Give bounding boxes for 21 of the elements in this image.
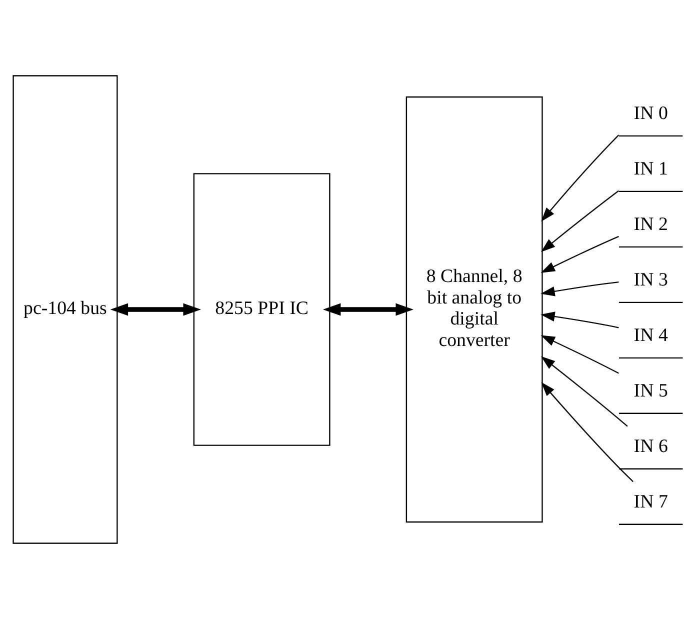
node-text: IN 6: [634, 436, 668, 458]
node-text: IN 3: [634, 270, 668, 291]
node-text: IN 2: [634, 214, 668, 236]
node-box: pc-104 bus: [12, 75, 118, 544]
arrow: [540, 356, 628, 427]
arrow: [540, 312, 619, 328]
arrow: [540, 335, 619, 374]
arrow: [322, 303, 414, 316]
node-text: IN 7: [634, 492, 668, 513]
node-text: IN 5: [634, 380, 668, 402]
node-box: 8 Channel, 8 bit analog to digital converter: [406, 96, 543, 523]
node-box: 8255 PPI IC: [193, 173, 330, 446]
node-text: IN 4: [634, 325, 668, 346]
arrow: [110, 303, 201, 316]
arrow: [541, 382, 634, 482]
node-text: IN 1: [634, 158, 668, 180]
arrow: [540, 236, 619, 273]
node-text: IN 0: [634, 103, 668, 124]
arrow: [541, 134, 620, 222]
arrow: [540, 190, 620, 252]
arrow: [540, 281, 619, 296]
